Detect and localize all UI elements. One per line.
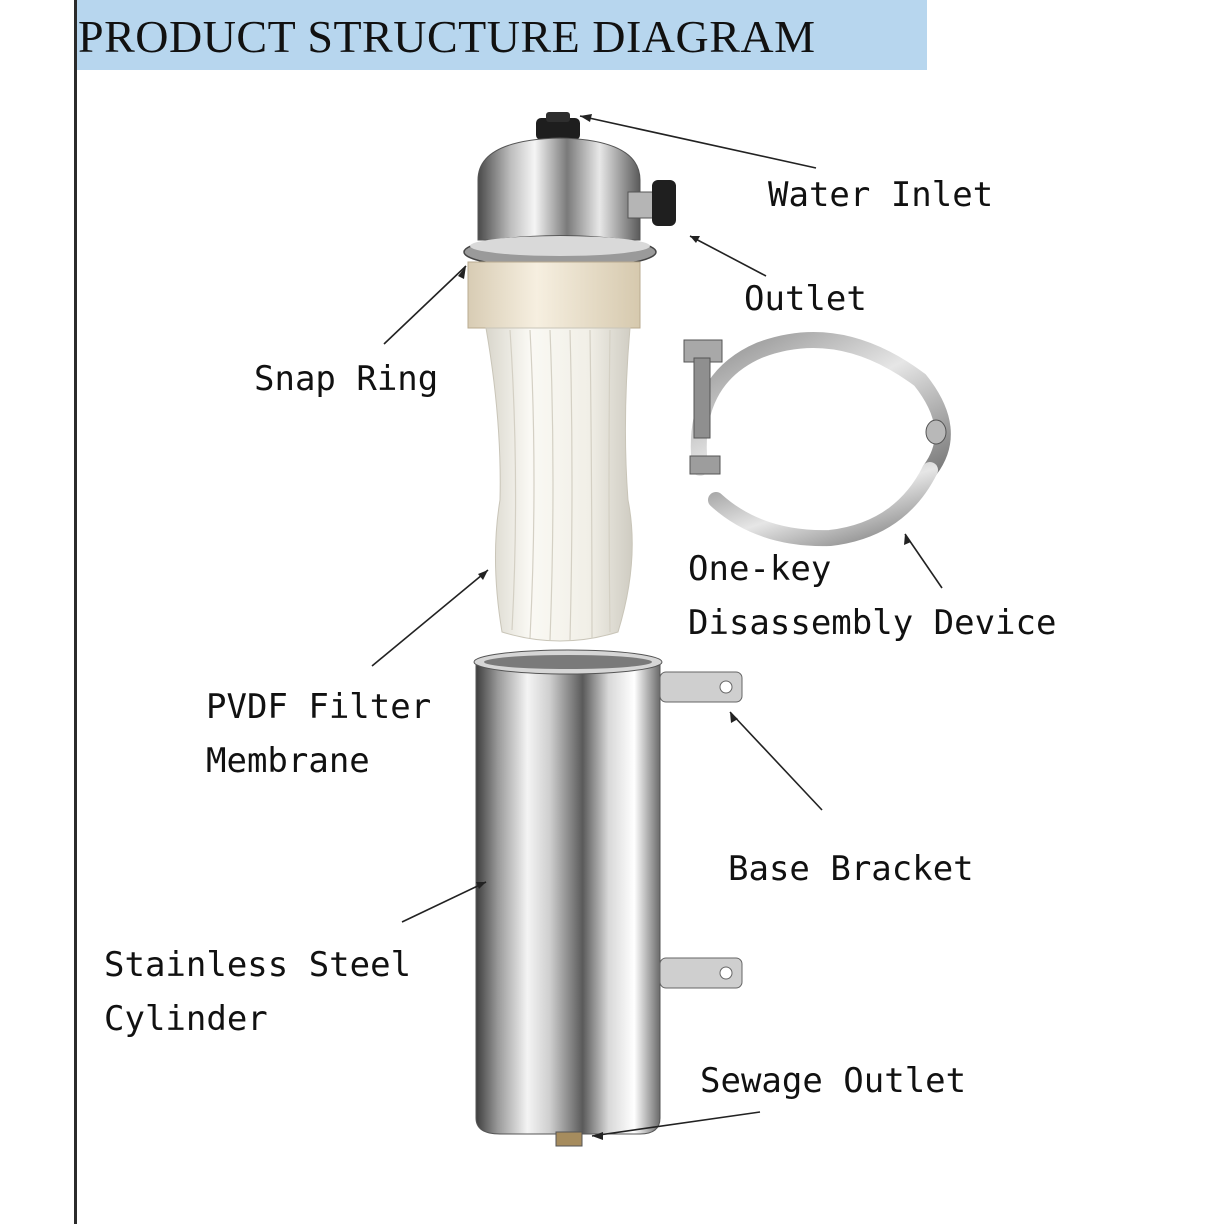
snap-ring-flange: [463, 235, 657, 269]
leader-cylinder: [401, 881, 487, 923]
label-one-key-line2: Disassembly Device: [688, 603, 1057, 643]
leader-outlet: [689, 235, 767, 277]
pvdf-membrane-bundle: [485, 327, 633, 642]
left-border-line: [74, 0, 77, 1224]
leader-pvdf: [371, 569, 489, 667]
leader-snap-ring: [383, 265, 467, 345]
label-pvdf-line1: PVDF Filter: [206, 687, 432, 727]
label-sewage-outlet: Sewage Outlet: [700, 1061, 967, 1101]
title-banner: [77, 0, 927, 70]
leader-lines: [371, 115, 943, 1137]
label-cylinder-line1: Stainless Steel: [104, 945, 412, 985]
page-title: PRODUCT STRUCTURE DIAGRAM: [78, 11, 816, 62]
membrane-holder-ring: [467, 261, 641, 329]
label-water-inlet: Water Inlet: [768, 175, 994, 215]
steel-cap: [477, 137, 676, 241]
leader-base-bracket: [729, 711, 823, 811]
base-bracket-upper: [659, 671, 743, 703]
disassembly-clamp: [683, 332, 951, 547]
leader-disassembly: [904, 533, 943, 589]
label-pvdf-line2: Membrane: [206, 741, 370, 781]
sewage-outlet-nub: [555, 1131, 583, 1147]
leader-arrowheads: [458, 114, 911, 1140]
base-bracket-lower: [659, 957, 743, 989]
leader-water-inlet: [579, 115, 817, 169]
label-outlet: Outlet: [744, 279, 867, 319]
leader-sewage: [591, 1111, 761, 1137]
steel-cylinder-body: [473, 649, 663, 1135]
water-inlet-knob: [536, 112, 580, 140]
label-one-key-line1: One-key: [688, 549, 832, 589]
label-base-bracket: Base Bracket: [728, 849, 974, 889]
label-snap-ring: Snap Ring: [254, 359, 439, 399]
label-cylinder-line2: Cylinder: [104, 999, 268, 1039]
